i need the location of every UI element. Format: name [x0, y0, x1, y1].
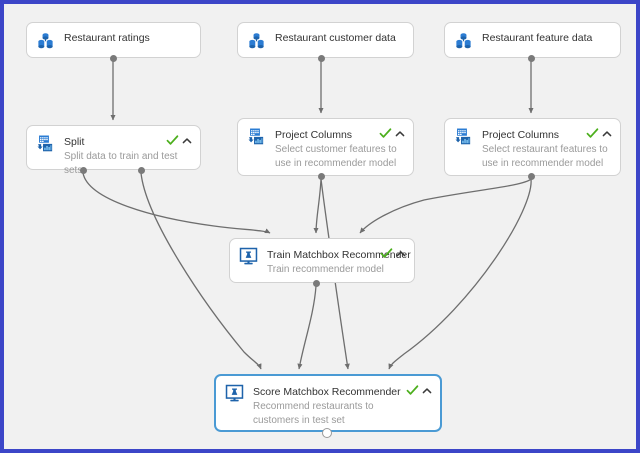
collapse-chevron-icon[interactable] [422, 386, 432, 396]
node-body[interactable]: Restaurant customer data [238, 23, 413, 57]
node-status-group [406, 384, 432, 397]
node-subtitle: Train recommender model [267, 264, 384, 275]
collapse-chevron-icon[interactable] [395, 129, 405, 139]
split-columns-icon [454, 127, 473, 146]
status-check-icon [379, 127, 392, 140]
status-check-icon [406, 384, 419, 397]
dataset-icon [36, 31, 55, 50]
node-title: Split [64, 136, 85, 148]
split-columns-icon [247, 127, 266, 146]
collapse-chevron-icon[interactable] [602, 129, 612, 139]
graph-node-restaurant-ratings[interactable]: Restaurant ratings [26, 22, 201, 58]
node-title: Restaurant ratings [64, 32, 150, 44]
connection-edge[interactable] [359, 178, 532, 234]
node-body[interactable]: Restaurant ratings [27, 23, 200, 57]
node-title: Project Columns [275, 129, 353, 141]
connection-edge[interactable] [297, 285, 317, 370]
node-subtitle: Recommend restaurants to customers in te… [253, 401, 374, 426]
node-title: Score Matchbox Recommender [253, 386, 401, 398]
node-status-group [380, 247, 406, 260]
score-model-icon [225, 384, 244, 403]
dataset-icon [454, 31, 473, 50]
node-body[interactable]: Restaurant feature data [445, 23, 620, 57]
node-status-group [166, 134, 192, 147]
collapse-chevron-icon[interactable] [182, 136, 192, 146]
status-check-icon [586, 127, 599, 140]
dataset-icon [247, 31, 266, 50]
connection-edge[interactable] [82, 172, 271, 234]
graph-node-restaurant-customer-data[interactable]: Restaurant customer data [237, 22, 414, 58]
node-status-group [379, 127, 405, 140]
node-title: Train Matchbox Recommender [267, 249, 411, 261]
status-check-icon [166, 134, 179, 147]
connection-edge[interactable] [313, 178, 322, 234]
split-columns-icon [36, 134, 55, 153]
node-subtitle: Split data to train and test sets [64, 151, 178, 176]
node-status-group [586, 127, 612, 140]
train-model-icon [239, 247, 258, 266]
node-title: Project Columns [482, 129, 560, 141]
node-subtitle: Select restaurant features to use in rec… [482, 144, 608, 169]
graph-node-restaurant-feature-data[interactable]: Restaurant feature data [444, 22, 621, 58]
node-subtitle: Select customer features to use in recom… [275, 144, 397, 169]
node-title: Restaurant feature data [482, 32, 593, 44]
node-title: Restaurant customer data [275, 32, 396, 44]
collapse-chevron-icon[interactable] [396, 249, 406, 259]
status-check-icon [380, 247, 393, 260]
